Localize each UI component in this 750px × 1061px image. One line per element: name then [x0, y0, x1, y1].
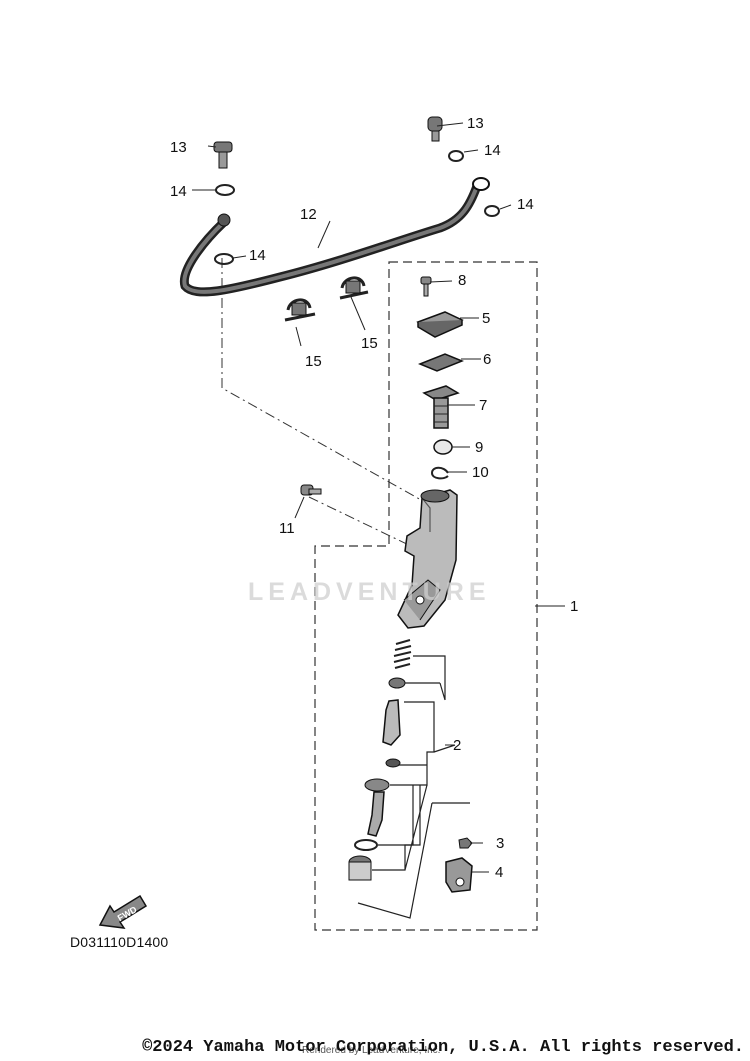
spring-seat	[388, 677, 406, 689]
callout-14: 14	[484, 142, 501, 159]
hose-clamp	[339, 276, 369, 300]
diaphragm	[418, 353, 464, 372]
callout-7: 7	[479, 397, 487, 414]
washer	[484, 205, 500, 217]
kit-bracket	[357, 802, 470, 919]
diagram-code: D031110D1400	[70, 934, 169, 950]
callout-13: 13	[170, 139, 187, 156]
bolt	[300, 484, 322, 496]
callout-1: 1	[570, 598, 578, 615]
washer	[215, 184, 235, 196]
push-rod	[367, 791, 385, 837]
hose-clamp	[284, 298, 316, 322]
leader-lines	[192, 122, 565, 873]
clevis	[445, 857, 473, 893]
washer	[448, 150, 464, 162]
spring	[393, 639, 412, 669]
callout-15: 15	[361, 335, 378, 352]
rendered-by-note: Rendered by LeadVenture, Inc.	[302, 1045, 441, 1056]
washer	[214, 253, 234, 265]
union-bolt-right	[427, 116, 443, 142]
secondary-cup	[364, 778, 390, 792]
callout-14: 14	[249, 247, 266, 264]
callout-6: 6	[483, 351, 491, 368]
assembly-boundary	[314, 261, 538, 931]
diaphragm-boot	[422, 385, 460, 429]
fwd-arrow-icon: FWD	[98, 894, 148, 929]
callout-3: 3	[496, 835, 504, 852]
callout-8: 8	[458, 272, 466, 289]
master-cylinder-body	[397, 489, 458, 629]
callout-10: 10	[472, 464, 489, 481]
callout-9: 9	[475, 439, 483, 456]
dust-boot	[348, 855, 372, 881]
callout-2: 2	[453, 737, 461, 754]
screw	[420, 276, 432, 297]
kit-bracket	[372, 784, 428, 871]
callout-15: 15	[305, 353, 322, 370]
circlip	[430, 466, 449, 480]
brake-hose	[179, 177, 490, 297]
float	[433, 439, 453, 455]
callout-11: 11	[279, 520, 295, 537]
primary-cup	[385, 758, 401, 768]
callout-14: 14	[517, 196, 534, 213]
callout-5: 5	[482, 310, 490, 327]
piston	[382, 699, 401, 746]
nut	[458, 837, 473, 849]
union-bolt-left	[213, 141, 233, 169]
connector-line	[221, 258, 431, 506]
watermark: LEADVENTURE	[248, 578, 491, 606]
circlip-ring	[354, 839, 378, 851]
callout-13: 13	[467, 115, 484, 132]
callout-4: 4	[495, 864, 503, 881]
callout-14: 14	[170, 183, 187, 200]
copyright-notice: ©2024 Yamaha Motor Corporation, U.S.A. A…	[142, 1038, 744, 1057]
reservoir-cover	[416, 311, 464, 338]
callout-12: 12	[300, 206, 317, 223]
connector-line	[308, 496, 416, 549]
